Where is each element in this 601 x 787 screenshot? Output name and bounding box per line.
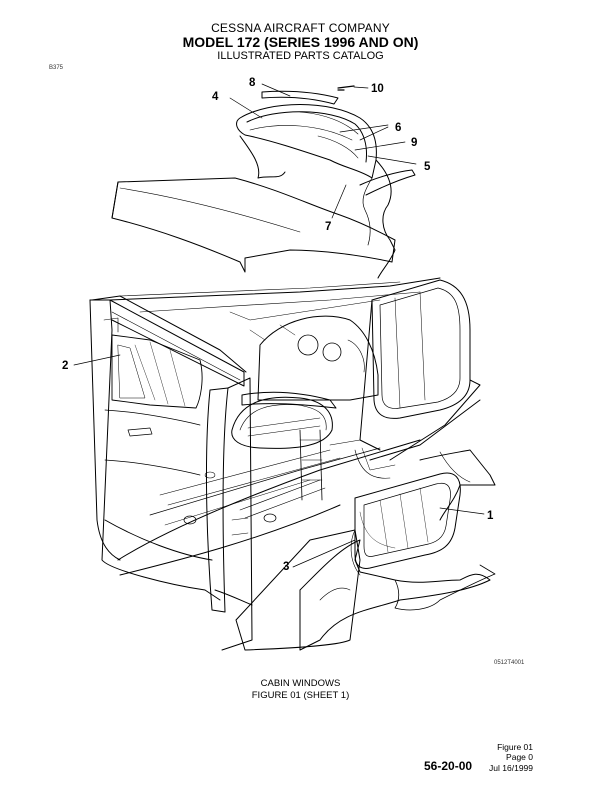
- left-window-glass-detail: [117, 344, 146, 399]
- main-leaders: [73, 354, 485, 568]
- footer-section-number: 56-20-00: [424, 759, 473, 773]
- footer-figure: Figure 01: [497, 742, 533, 752]
- art-code: 0512T4001: [494, 660, 525, 666]
- right-window-frame: [354, 472, 461, 569]
- callout-7: 7: [325, 221, 331, 233]
- callout-5: 5: [424, 161, 431, 173]
- headliner-panel: [111, 177, 396, 273]
- upper-leaders: [229, 83, 417, 219]
- rear-window-frame: [236, 104, 416, 279]
- callout-labels: 1 2 3 4 5 6 7 8 9 10: [62, 77, 494, 573]
- model-title: MODEL 172 (SERIES 1996 AND ON): [182, 34, 419, 50]
- footer-page: Page 0: [506, 752, 533, 762]
- callout-4: 4: [212, 91, 219, 103]
- footer-date: Jul 16/1999: [489, 763, 533, 773]
- page-code: B375: [49, 65, 64, 71]
- callout-3: 3: [283, 561, 289, 573]
- figure-caption-title: CABIN WINDOWS: [260, 678, 341, 689]
- figure-caption-sheet: FIGURE 01 (SHEET 1): [251, 690, 350, 701]
- small-fastener: [337, 85, 355, 91]
- callout-8: 8: [249, 77, 256, 89]
- callout-2: 2: [62, 360, 68, 372]
- callout-9: 9: [411, 137, 417, 149]
- cabin-structure: [89, 277, 481, 651]
- right-door: [235, 529, 491, 651]
- callout-1: 1: [487, 510, 494, 522]
- callout-6: 6: [395, 122, 401, 134]
- rear-window-glass: [261, 90, 359, 159]
- callout-10: 10: [371, 83, 384, 95]
- company-name: CESSNA AIRCRAFT COMPANY: [211, 21, 390, 35]
- catalog-title: ILLUSTRATED PARTS CATALOG: [217, 50, 384, 62]
